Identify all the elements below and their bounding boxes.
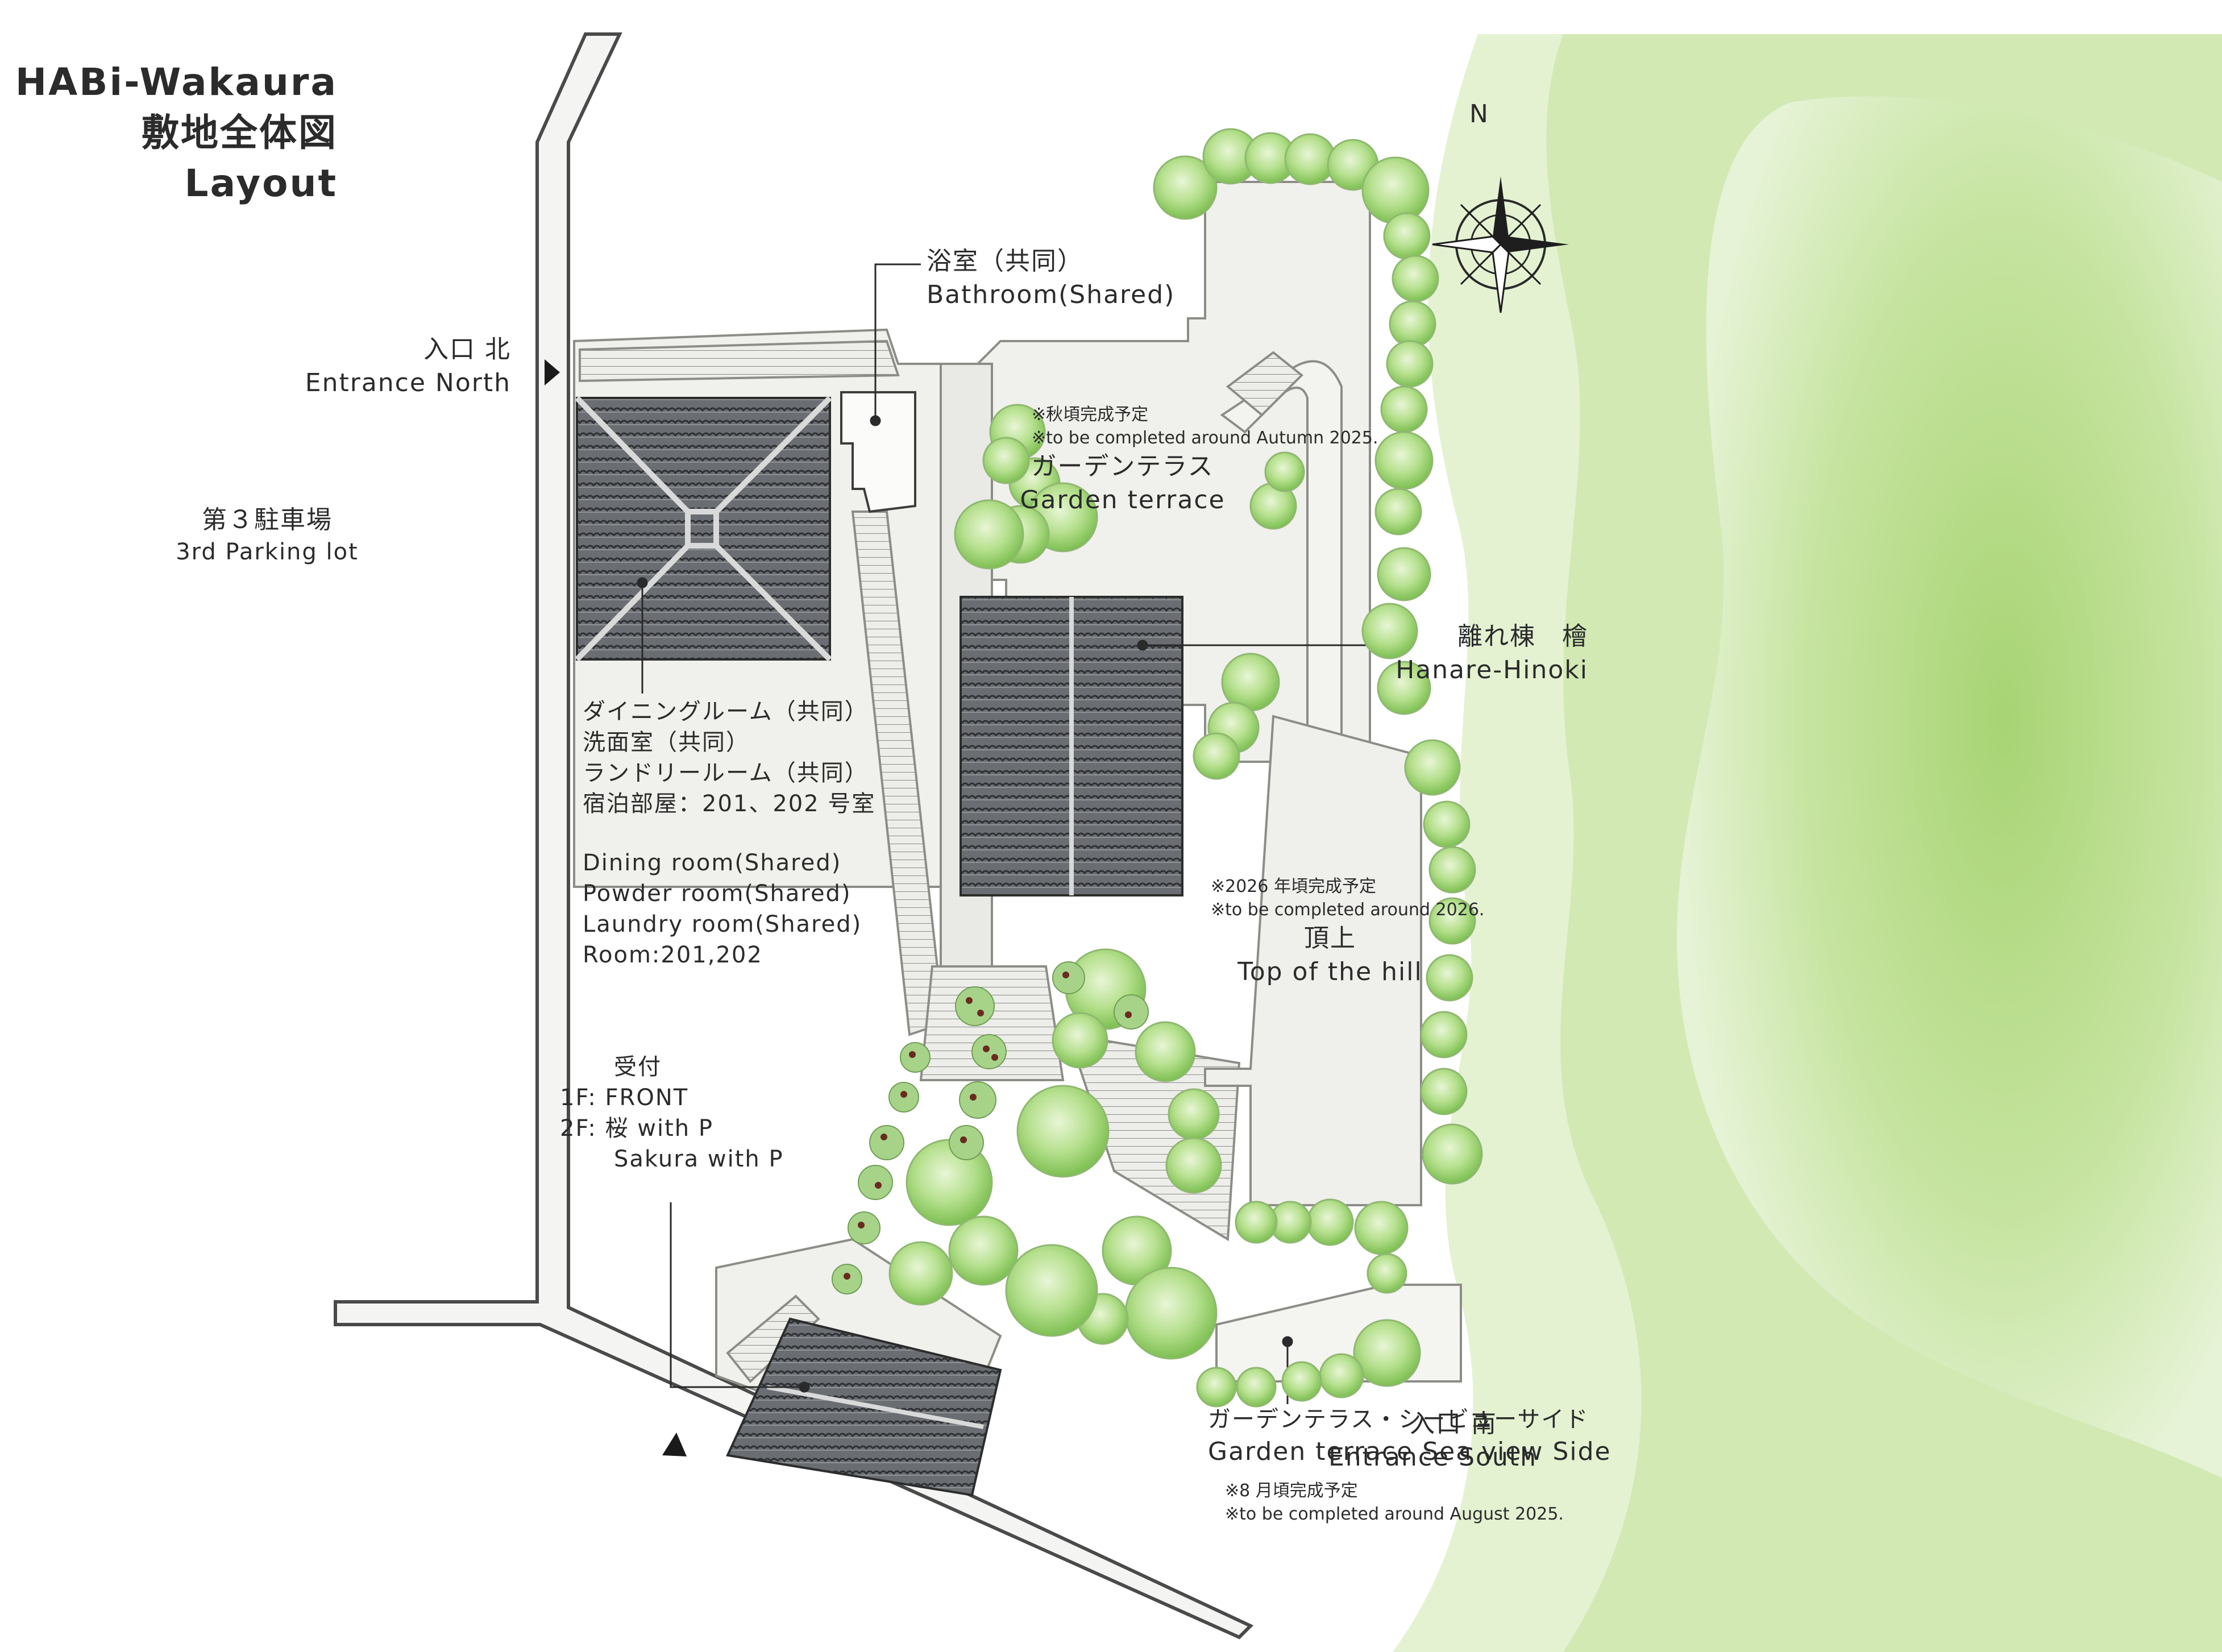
main-ja-line-3: ランドリールーム（共同）: [583, 760, 869, 786]
garden-terrace-en: Garden terrace: [1020, 485, 1226, 515]
entrance-north-ja: 入口 北: [423, 335, 511, 364]
hilltop-note-en: ※to be completed around 2026.: [1211, 899, 1485, 920]
front-2f-en: Sakura with P: [614, 1146, 784, 1172]
hilltop-en: Top of the hill: [1237, 957, 1423, 987]
hilltop-area: [1204, 715, 1462, 1383]
sea-view-note-en: ※to be completed around August 2025.: [1225, 1504, 1564, 1524]
entrance-south-label: 入口 南 Entrance South: [1328, 1407, 1537, 1475]
garden-terrace-note-ja: ※秋頃完成予定: [1032, 405, 1149, 425]
entrance-north-label: 入口 北 Entrance North: [305, 333, 511, 400]
front-ja: 受付: [614, 1054, 662, 1080]
entrance-south-ja: 入口 南: [1410, 1409, 1497, 1438]
garden-terrace-ja: ガーデンテラス: [1031, 452, 1214, 481]
bathroom-en: Bathroom(Shared): [927, 280, 1176, 310]
title-line-3: Layout: [184, 161, 338, 206]
hilltop-note-ja: ※2026 年頃完成予定: [1211, 877, 1377, 896]
title-line-2: 敷地全体図: [142, 111, 338, 155]
main-ja-line-2: 洗面室（共同）: [583, 729, 750, 756]
hanare-en: Hanare-Hinoki: [1396, 655, 1588, 685]
bathroom-label: 浴室（共同） Bathroom(Shared): [927, 244, 1175, 312]
hanare-ja: 離れ棟 檜: [1457, 622, 1588, 651]
main-building-label: ダイニングルーム（共同） 洗面室（共同） ランドリールーム（共同） 宿泊部屋：2…: [583, 696, 875, 970]
entrance-south-en: Entrance South: [1328, 1443, 1537, 1472]
parking-ja: 第３駐車場: [202, 505, 333, 534]
sea-view-label: ガーデンテラス・シービューサイド Garden terrace Sea view…: [1208, 1404, 1612, 1526]
garden-terrace-note-en: ※to be completed around Autumn 2025.: [1032, 427, 1378, 448]
leader-lines: [637, 263, 1381, 1404]
buildings: [575, 396, 1183, 1497]
entrance-north-en: Entrance North: [305, 368, 511, 398]
berry-dots: [844, 972, 1132, 1280]
compass-north-label: N: [1469, 99, 1489, 128]
entrance-north-arrow: [545, 359, 560, 385]
main-ja-line-4: 宿泊部屋：201、202 号室: [583, 791, 876, 817]
hilltop-ja: 頂上: [1304, 924, 1356, 953]
garden-terrace-label: ※秋頃完成予定 ※to be completed around Autumn 2…: [1020, 404, 1378, 517]
sea-view-ja: ガーデンテラス・シービューサイド: [1208, 1406, 1589, 1433]
main-en-line-3: Laundry room(Shared): [583, 911, 862, 937]
map-title: HABi-Wakaura 敷地全体図 Layout: [15, 57, 338, 209]
flower-shrubs: [832, 961, 1149, 1294]
parking-en: 3rd Parking lot: [176, 539, 359, 566]
front-2f: 2F: 桜 with P: [560, 1115, 713, 1142]
front-1f: 1F: FRONT: [560, 1085, 689, 1111]
main-en-line-4: Room:201,202: [583, 942, 763, 968]
front-label: 受付 1F: FRONT 2F: 桜 with P Sakura with P: [560, 1052, 784, 1174]
title-line-1: HABi-Wakaura: [15, 60, 338, 104]
green-hillside: [1393, 34, 2222, 1652]
hilltop-label: ※2026 年頃完成予定 ※to be completed around 202…: [1211, 875, 1484, 989]
main-en-line-2: Powder room(Shared): [583, 881, 852, 907]
entrance-south-arrow: [662, 1433, 687, 1456]
hanare-label: 離れ棟 檜 Hanare-Hinoki: [1396, 620, 1588, 687]
bathroom-ja: 浴室（共同）: [927, 247, 1083, 276]
trees: [888, 128, 1483, 1408]
sea-view-en: Garden terrace Sea view Side: [1208, 1437, 1612, 1466]
sea-view-note-ja: ※8 月頃完成予定: [1225, 1481, 1358, 1501]
main-ja-line-1: ダイニングルーム（共同）: [583, 699, 869, 725]
compass-rose: [1432, 176, 1569, 313]
bathroom-annex: [840, 391, 916, 513]
parking-label: 第３駐車場 3rd Parking lot: [171, 503, 364, 567]
main-en-line-1: Dining room(Shared): [583, 850, 842, 876]
